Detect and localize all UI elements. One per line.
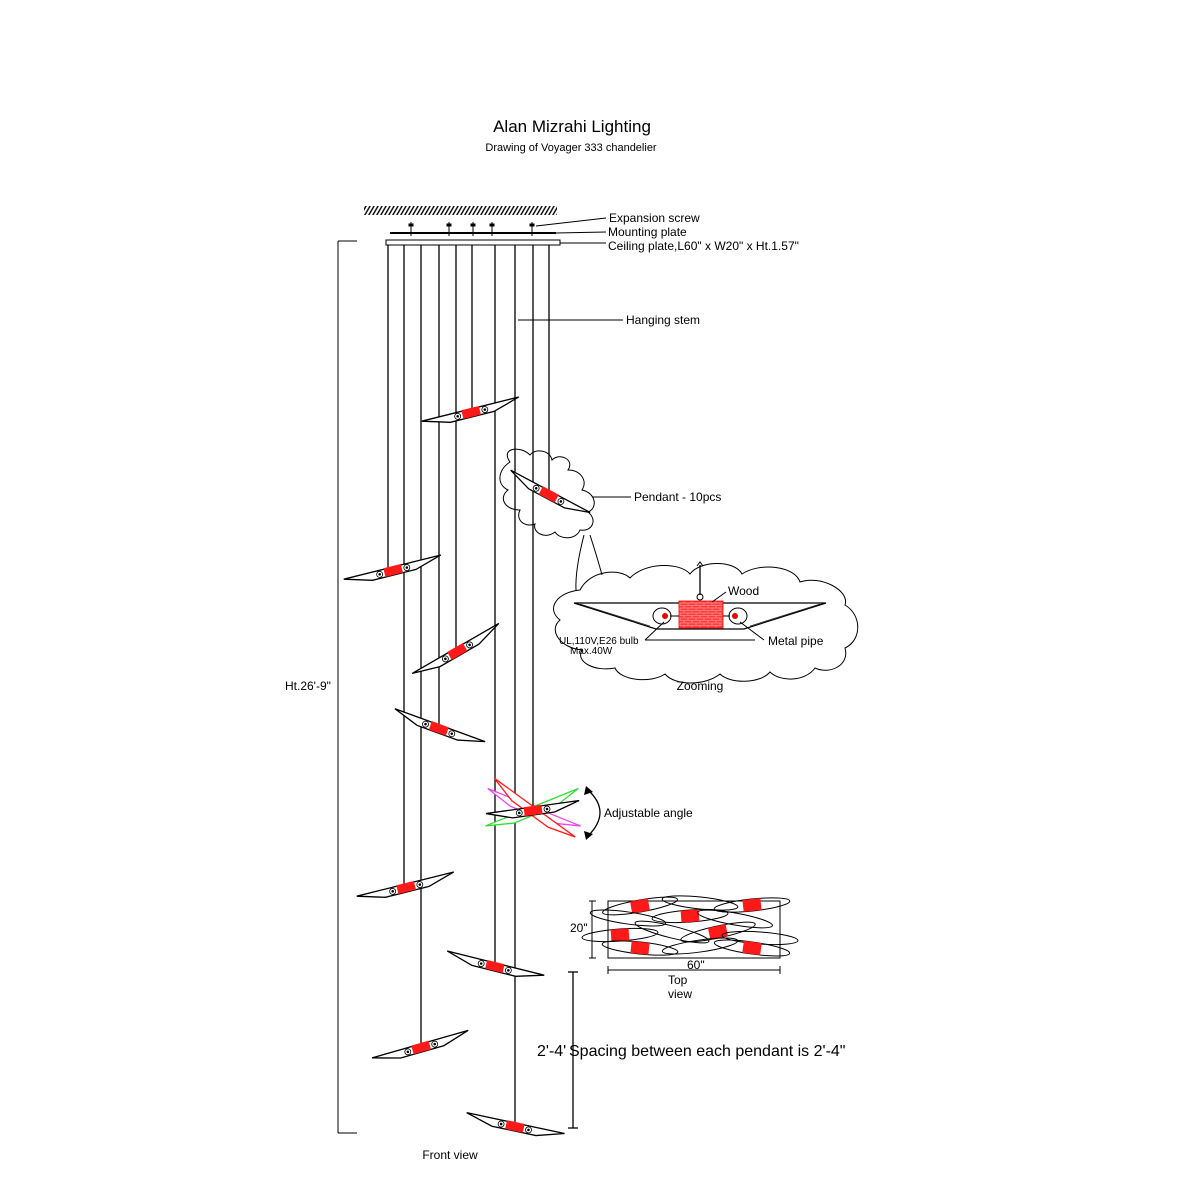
height-dimension: [337, 240, 357, 1134]
spacing-dimension: [568, 971, 578, 1129]
hanging-stems: [387, 245, 550, 1125]
ceiling-plate: [385, 239, 561, 246]
wood-block: [678, 600, 724, 629]
label-adjustable-angle: Adjustable angle: [604, 806, 693, 820]
pendant-9: [371, 1029, 469, 1059]
top-view-pendant-5: [651, 908, 729, 924]
pendants: [343, 396, 591, 1137]
pendant-highlight-cloud: [499, 448, 595, 539]
adjustable-angle-arc: [587, 789, 601, 837]
zoom-pendant: [573, 561, 827, 630]
page-title: Alan Mizrahi Lighting: [493, 117, 651, 136]
expansion-screws: [408, 222, 535, 236]
label-zooming: Zooming: [677, 679, 724, 693]
top-view-dimensions: [589, 900, 781, 974]
label-bulb-2: Max.40W: [570, 646, 613, 657]
label-hanging-stem: Hanging stem: [626, 313, 700, 327]
label-front-view: Front view: [422, 1148, 478, 1162]
top-view-pendant-4: [589, 909, 667, 927]
label-pendant: Pendant - 10pcs: [634, 490, 721, 504]
top-view-pendant-6: [697, 909, 773, 929]
top-view-pendant-1: [602, 896, 678, 916]
pendant-2: [510, 469, 591, 514]
pendant-1: [421, 396, 520, 423]
label-metal-pipe: Metal pipe: [768, 634, 824, 648]
label-ceiling-plate: Ceiling plate,L60" x W20" x Ht.1.57": [608, 239, 799, 253]
label-bulb-1: UL,110V,E26 bulb: [559, 636, 639, 647]
label-top-width: 20": [570, 921, 588, 935]
top-view: [581, 895, 799, 959]
pendant-8: [446, 950, 545, 977]
label-height: Ht.26'-9": [285, 679, 331, 693]
pendant-4: [411, 622, 500, 675]
top-view-pendant-13: [713, 939, 791, 957]
top-view-pendant-11: [601, 940, 679, 956]
page-subtitle: Drawing of Voyager 333 chandelier: [485, 142, 657, 154]
pendant-5: [394, 708, 486, 743]
pendant-3: [343, 554, 442, 581]
ceiling-hatch: [364, 206, 557, 215]
leader-lines: [518, 217, 631, 498]
zoom-cloud: [553, 563, 859, 684]
label-wood: Wood: [728, 584, 759, 598]
label-top-length: 60": [687, 958, 705, 972]
top-view-pendant-2: [661, 895, 739, 911]
label-mounting-plate: Mounting plate: [608, 225, 687, 239]
label-top-caption-1: Top: [668, 973, 688, 987]
zoom-connector-2: [589, 534, 603, 576]
label-spacing-value: 2'-4': [537, 1043, 566, 1060]
label-top-caption-2: view: [668, 987, 692, 1001]
zoom-leaders: [644, 591, 765, 641]
zoom-connector: [575, 534, 585, 591]
pendant-10: [466, 1112, 565, 1137]
top-view-pendant-8: [634, 920, 710, 944]
label-spacing-note: Spacing between each pendant is 2'-4": [569, 1043, 845, 1060]
pendant-6: [485, 799, 580, 819]
pendant-7: [356, 871, 455, 898]
top-view-pendant-3: [713, 897, 791, 913]
label-expansion-screw: Expansion screw: [609, 211, 700, 225]
